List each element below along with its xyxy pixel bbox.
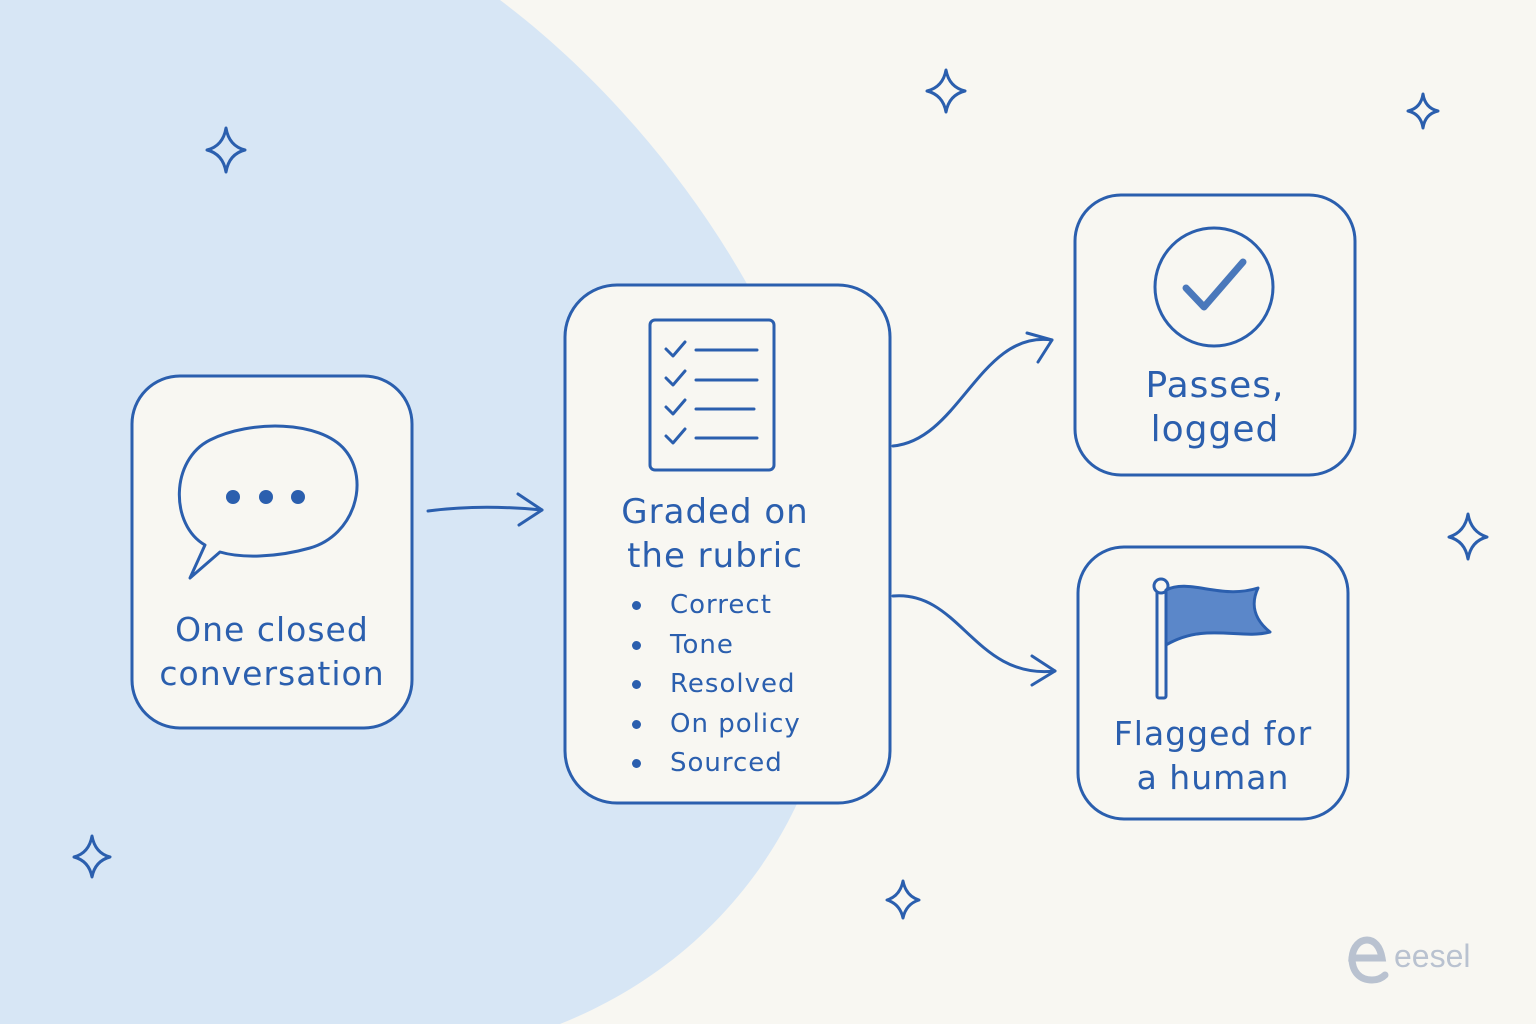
flag-label: Flagged for a human bbox=[1093, 712, 1333, 800]
grading-label-line1: Graded on bbox=[621, 492, 809, 532]
eesel-logo: eesel bbox=[1332, 930, 1492, 990]
arrow-grading-to-pass bbox=[891, 331, 1054, 448]
sparkle-icon bbox=[1406, 92, 1440, 130]
flag-label-line2: a human bbox=[1136, 758, 1290, 797]
list-item: On policy bbox=[630, 705, 801, 745]
pass-card bbox=[1073, 193, 1357, 477]
eesel-logo-icon bbox=[1348, 936, 1389, 984]
sparkle-icon bbox=[1447, 512, 1489, 561]
arrow-conversation-to-grading bbox=[426, 492, 544, 527]
conversation-label-line2: conversation bbox=[159, 654, 385, 693]
list-item: Sourced bbox=[630, 744, 801, 784]
flag-label-line1: Flagged for bbox=[1113, 714, 1313, 753]
criterion-label: Correct bbox=[670, 590, 772, 620]
sparkle-icon bbox=[205, 126, 247, 174]
criterion-label: Resolved bbox=[670, 669, 796, 699]
conversation-label: One closed conversation bbox=[150, 608, 394, 696]
grading-label: Graded on the rubric bbox=[590, 490, 840, 578]
bullet-icon bbox=[632, 759, 641, 768]
sparkle-icon bbox=[885, 879, 921, 920]
sparkle-icon bbox=[72, 834, 112, 879]
sparkle-icons bbox=[72, 68, 1489, 920]
flag-card bbox=[1076, 545, 1350, 821]
pass-label-line2: logged bbox=[1150, 409, 1280, 450]
arrow-grading-to-flag bbox=[891, 594, 1057, 687]
conversation-card bbox=[130, 374, 414, 730]
bullet-icon bbox=[632, 680, 641, 689]
bullet-icon bbox=[632, 719, 641, 729]
checkmark-circle-icon bbox=[1153, 226, 1275, 348]
criterion-label: On policy bbox=[670, 708, 801, 739]
flag-icon bbox=[1152, 577, 1272, 700]
speech-bubble-icon bbox=[177, 424, 359, 580]
list-item: Tone bbox=[630, 626, 801, 666]
pass-label: Passes, logged bbox=[1095, 364, 1335, 452]
grading-card bbox=[563, 283, 892, 805]
checklist-icon bbox=[648, 318, 776, 472]
criterion-label: Sourced bbox=[670, 748, 783, 778]
bullet-icon bbox=[632, 640, 641, 650]
list-item: Resolved bbox=[630, 665, 801, 705]
grading-label-line2: the rubric bbox=[627, 536, 803, 576]
sparkle-icon bbox=[925, 68, 967, 114]
logo-text: eesel bbox=[1394, 938, 1471, 974]
conversation-label-line1: One closed bbox=[175, 610, 369, 649]
pass-label-line1: Passes, bbox=[1145, 365, 1285, 406]
list-item: Correct bbox=[630, 586, 801, 626]
bullet-icon bbox=[632, 601, 641, 610]
rubric-criteria-list: Correct Tone Resolved On policy Sourced bbox=[630, 586, 801, 784]
criterion-label: Tone bbox=[670, 629, 734, 660]
